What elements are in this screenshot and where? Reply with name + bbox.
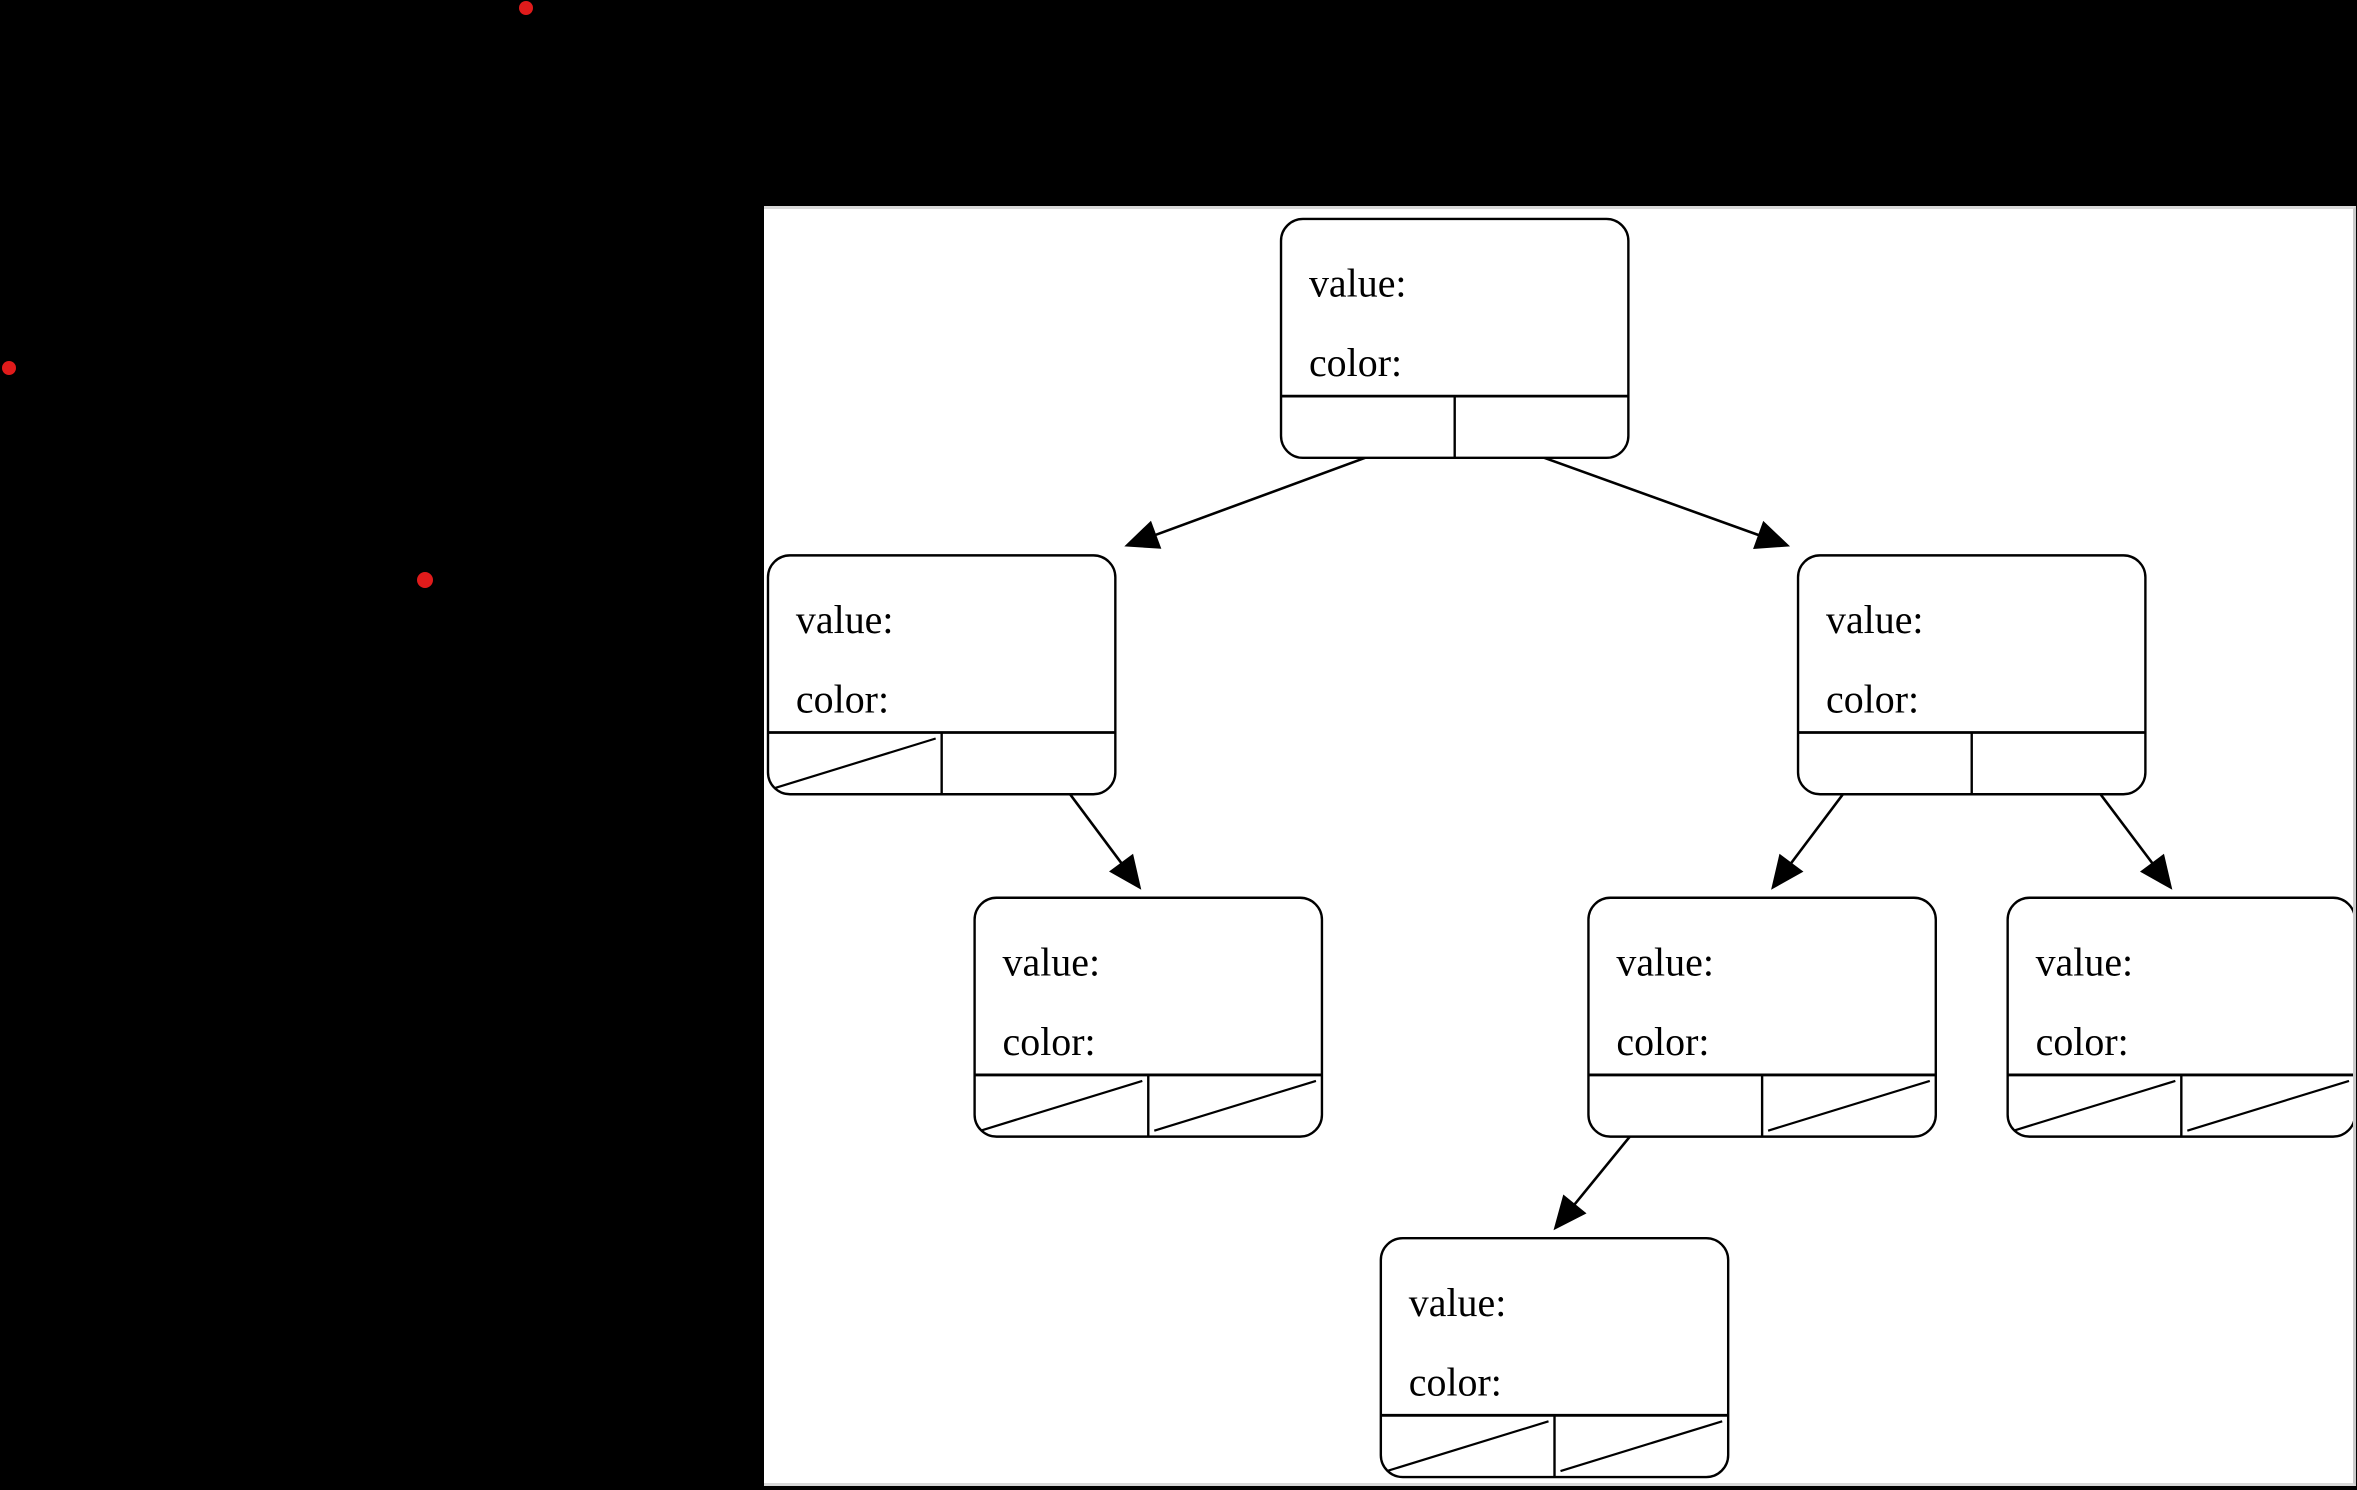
tree-node-right-child[interactable]: value: color: [1796, 554, 2147, 796]
node-layer: value:color:value:color:value:color:valu… [766, 217, 2353, 1479]
tree-node-left-right-leaf-left-null-slash [980, 1079, 1143, 1132]
tree-node-left-right-leaf-right-null-slash [1153, 1079, 1317, 1132]
edge-root-to-right [1541, 455, 1791, 549]
tree-node-bottom-leaf-value-label: value: [1409, 1280, 1507, 1325]
marker-dot-left [2, 361, 16, 375]
tree-node-right-right-leaf-value-label: value: [2036, 939, 2134, 984]
tree-node-bottom-leaf-right-null-slash [1560, 1420, 1723, 1473]
tree-node-left-child[interactable]: value: color: [766, 554, 1117, 796]
tree-node-right-right-leaf-left-null-slash [2013, 1079, 2176, 1132]
tree-node-right-child-color-label: color: [1826, 677, 1919, 722]
tree-node-right-left-child[interactable]: value: color: [1587, 896, 1937, 1138]
marker-dot-middle [417, 572, 433, 588]
tree-node-root[interactable]: value: color: [1279, 217, 1630, 460]
tree-node-root-color-label: color: [1309, 340, 1402, 385]
edge-right-to-rightkid-arrowhead [2140, 853, 2173, 890]
edge-rl-to-bottom-arrowhead [1553, 1194, 1587, 1231]
tree-node-right-right-leaf[interactable]: value: color: [2006, 896, 2353, 1138]
tree-node-root-value-label: value: [1309, 261, 1407, 306]
tree-node-bottom-leaf-left-null-slash [1386, 1420, 1549, 1473]
tree-node-right-left-child-right-null-slash [1767, 1079, 1931, 1132]
tree-node-bottom-leaf[interactable]: value: color: [1379, 1236, 1730, 1479]
tree-node-left-right-leaf-color-label: color: [1003, 1019, 1096, 1064]
edge-root-to-left-line [1151, 455, 1369, 538]
edge-root-to-left [1124, 455, 1369, 549]
tree-node-left-right-leaf[interactable]: value: color: [973, 896, 1324, 1138]
tree-node-left-child-left-null-slash [773, 737, 936, 790]
tree-node-right-left-child-value-label: value: [1616, 939, 1714, 984]
marker-dot-top [519, 1, 533, 15]
tree-node-bottom-leaf-color-label: color: [1409, 1359, 1502, 1404]
edge-root-to-right-arrowhead [1753, 520, 1791, 549]
edge-root-to-right-line [1541, 455, 1763, 538]
edge-left-to-leaf-arrowhead [1109, 853, 1142, 890]
edge-right-to-leftkid-arrowhead [1771, 853, 1804, 890]
binary-tree-diagram: value:color:value:color:value:color:valu… [766, 217, 2353, 1479]
tree-node-right-left-child-color-label: color: [1616, 1019, 1709, 1064]
tree-node-left-right-leaf-value-label: value: [1003, 939, 1101, 984]
tree-node-left-child-color-label: color: [796, 677, 889, 722]
tree-node-left-child-value-label: value: [796, 597, 894, 642]
tree-node-right-right-leaf-right-null-slash [2186, 1079, 2350, 1132]
edge-root-to-left-arrowhead [1124, 520, 1162, 549]
tree-node-right-child-value-label: value: [1826, 597, 1924, 642]
white-document-page: value:color:value:color:value:color:valu… [764, 206, 2356, 1486]
tree-node-right-right-leaf-color-label: color: [2036, 1019, 2129, 1064]
